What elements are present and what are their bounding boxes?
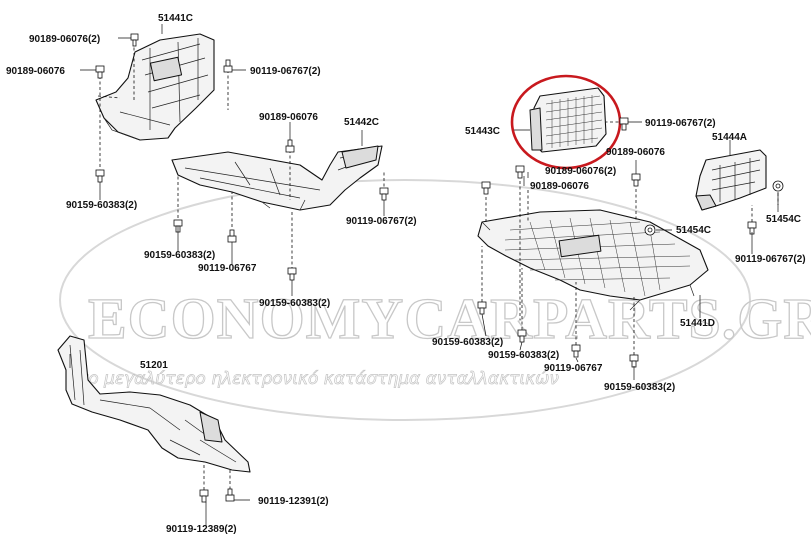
bolt-icon (285, 139, 295, 153)
label-51443C[interactable]: 51443C (465, 126, 500, 137)
label-51441D[interactable]: 51441D (680, 318, 715, 329)
bolt-icon (287, 267, 297, 281)
label-fastener[interactable]: 90189-06076 (6, 66, 65, 77)
bolt-icon (225, 488, 235, 502)
label-fastener[interactable]: 90119-06767 (198, 263, 257, 274)
watermark: ECONOMYCARPARTS.GR το μεγαλύτερο ηλεκτρο… (59, 179, 811, 421)
label-51444A[interactable]: 51444A (712, 132, 747, 143)
watermark-brand: ECONOMYCARPARTS.GR (88, 286, 811, 351)
part-51444A-drawing[interactable] (695, 149, 767, 211)
bolt-icon (481, 181, 491, 195)
label-fastener[interactable]: 90159-60383(2) (259, 298, 330, 309)
part-51441C-drawing[interactable] (95, 33, 215, 141)
bolt-icon (95, 65, 105, 79)
label-fastener[interactable]: 90119-12391(2) (258, 496, 329, 507)
label-fastener[interactable]: 90119-12389(2) (166, 524, 237, 535)
label-fastener[interactable]: 90119-06767(2) (645, 118, 716, 129)
label-fastener[interactable]: 90159-60383(2) (432, 337, 503, 348)
part-51443C-drawing[interactable] (510, 74, 622, 170)
label-fastener[interactable]: 90159-60383(2) (144, 250, 215, 261)
label-fastener[interactable]: 90159-60383(2) (604, 382, 675, 393)
label-fastener[interactable]: 90119-06767 (544, 363, 603, 374)
bolt-icon (223, 59, 233, 73)
label-fastener[interactable]: 90119-06767(2) (250, 66, 321, 77)
fastener-labels: 90189-06076(2) 90189-06076 90119-06767(2… (6, 34, 806, 535)
bolt-icon (629, 354, 639, 368)
label-51454C-right[interactable]: 51454C (766, 214, 801, 225)
bolt-icon (227, 229, 237, 243)
label-51201[interactable]: 51201 (140, 360, 168, 371)
bolt-icon (515, 165, 525, 179)
watermark-ring (59, 179, 751, 421)
part-labels: 51441C 51442C 51443C 51444A 51454C 51454… (140, 13, 801, 371)
bolt-icon (772, 180, 784, 192)
watermark-tagline: το μεγαλύτερο ηλεκτρονικό κατάστημα αντα… (78, 369, 559, 389)
label-fastener[interactable]: 90189-06076 (259, 112, 318, 123)
leader-lines (69, 24, 779, 526)
label-51454C-center[interactable]: 51454C (676, 225, 711, 236)
part-51201-drawing[interactable] (57, 335, 251, 473)
bolt-icon (631, 173, 641, 187)
label-51441C[interactable]: 51441C (158, 13, 193, 24)
part-51442C-drawing[interactable] (171, 145, 383, 211)
bolt-icon (95, 169, 105, 183)
label-fastener[interactable]: 90159-60383(2) (66, 200, 137, 211)
bolt-icon (619, 117, 629, 131)
bolt-icon (379, 187, 389, 201)
label-fastener[interactable]: 90189-06076 (606, 147, 665, 158)
bolt-icon (130, 33, 139, 47)
label-fastener[interactable]: 90189-06076(2) (545, 166, 616, 177)
label-fastener[interactable]: 90119-06767(2) (346, 216, 417, 227)
bolt-icon (644, 224, 656, 236)
label-51442C[interactable]: 51442C (344, 117, 379, 128)
label-fastener[interactable]: 90189-06076(2) (29, 34, 100, 45)
bolts (95, 33, 784, 503)
bolt-icon (517, 329, 527, 343)
label-fastener[interactable]: 90189-06076 (530, 181, 589, 192)
bolt-icon (199, 489, 209, 503)
label-fastener[interactable]: 90159-60383(2) (488, 350, 559, 361)
label-fastener[interactable]: 90119-06767(2) (735, 254, 806, 265)
bolt-icon (571, 344, 581, 358)
guide-lines (97, 42, 779, 495)
